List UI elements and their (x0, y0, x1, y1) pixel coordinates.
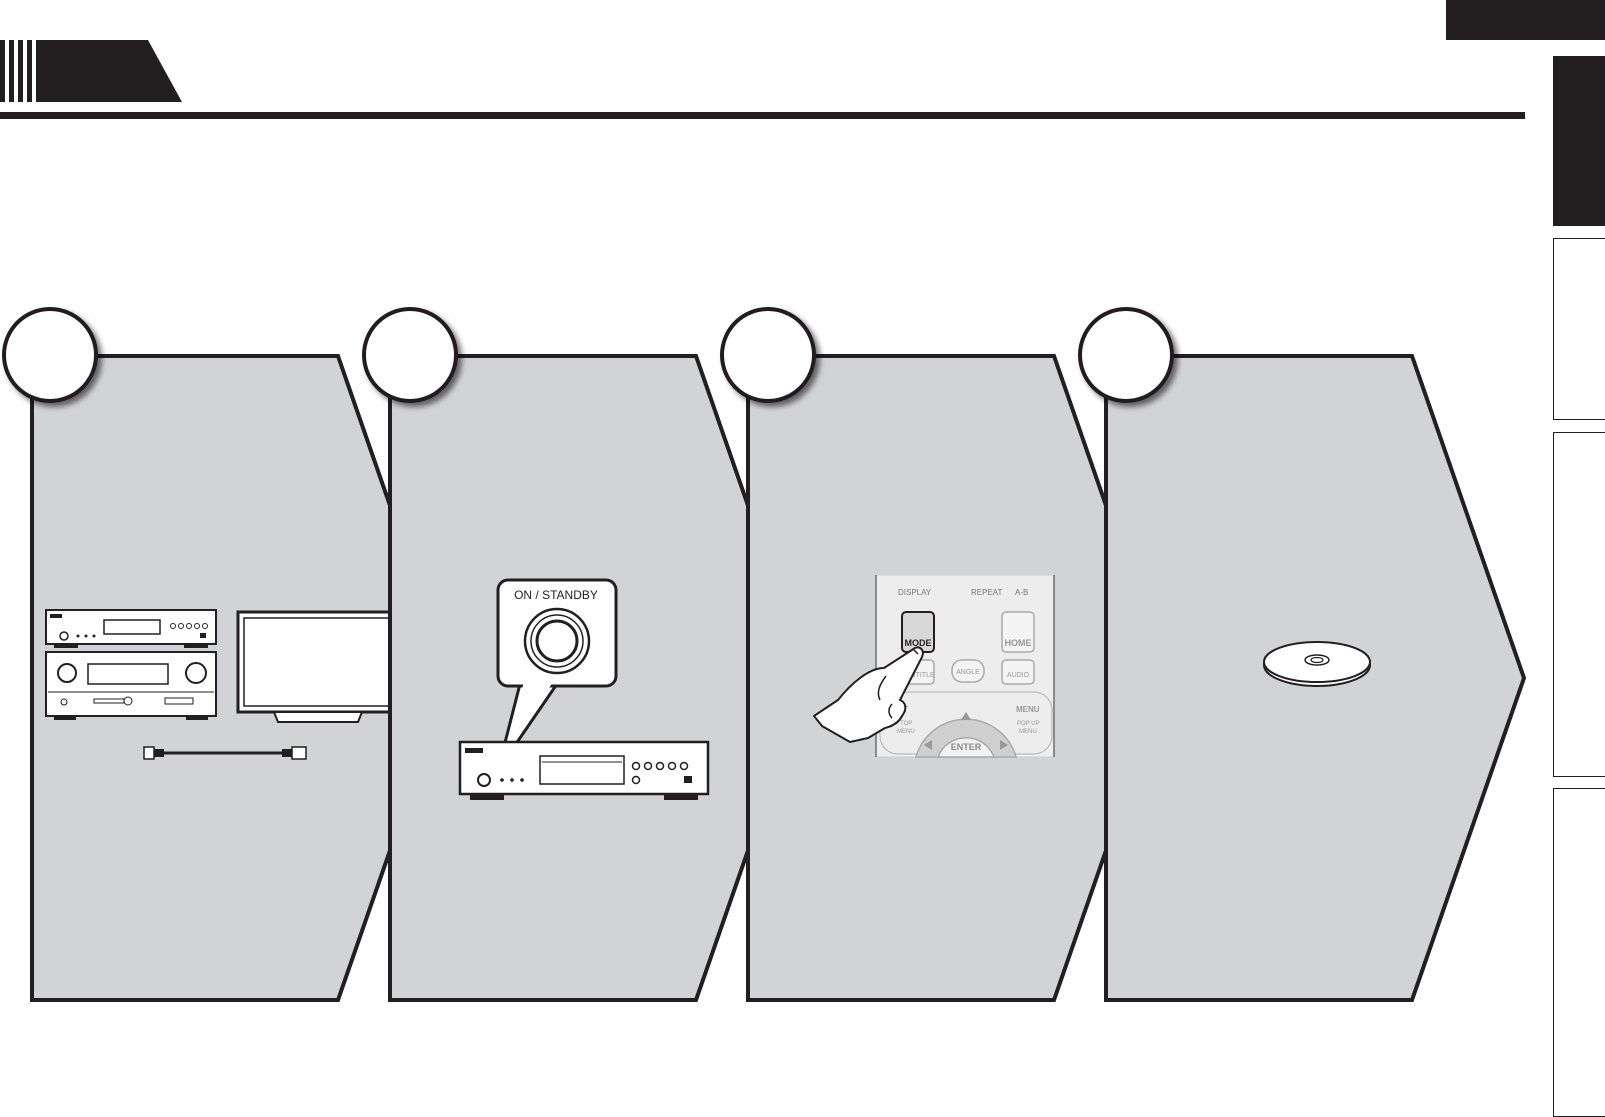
remote-label-repeat: REPEAT (971, 588, 1003, 597)
side-tab-4[interactable] (1553, 788, 1605, 1117)
step-3: DISPLAY REPEAT A-B MODE HOME SUBTITLE AN… (720, 307, 1169, 1002)
power-label: ON / STANDBY (514, 588, 598, 602)
hand-pointer-icon (813, 646, 924, 743)
step-1-circle (2, 307, 98, 403)
remote-button-home[interactable]: HOME (1005, 638, 1032, 648)
header-rule (0, 112, 1525, 119)
bd-player-large (458, 740, 710, 800)
hdmi-cable (143, 746, 307, 760)
step-4-circle (1078, 307, 1174, 403)
disc-icon (1263, 641, 1371, 687)
steps-diagram: ON / STANDBY DISPLAY REPEAT A-B (2, 307, 1527, 1002)
step-2-circle (362, 307, 458, 403)
remote-button-angle[interactable]: ANGLE (956, 669, 980, 676)
top-corner-tab (1446, 0, 1605, 40)
step-3-circle (720, 307, 816, 403)
tv-icon (236, 610, 400, 723)
remote-label-top-menu: MENU (897, 729, 915, 735)
remote-button-audio[interactable]: AUDIO (1007, 672, 1030, 679)
remote-label-display: DISPLAY (898, 588, 932, 597)
remote-label-ab: A-B (1015, 588, 1028, 597)
header-bars (0, 40, 182, 102)
side-tab-1[interactable] (1553, 56, 1605, 226)
remote-label-menu: MENU (1016, 705, 1040, 714)
remote-label-popup: POP UP (1017, 721, 1040, 727)
remote-button-mode[interactable]: MODE (905, 638, 932, 648)
remote-label-popup-menu: MENU (1019, 729, 1037, 735)
remote-button-subtitle[interactable]: SUBTITLE (901, 672, 935, 679)
side-tab-3[interactable] (1553, 432, 1605, 777)
step-2: ON / STANDBY (362, 307, 811, 1002)
step-4 (1078, 307, 1527, 1002)
step-1 (2, 307, 453, 1002)
av-receiver (45, 651, 217, 720)
bd-player-small (45, 609, 217, 648)
side-tab-2[interactable] (1553, 238, 1605, 420)
remote-button-enter[interactable]: ENTER (951, 742, 982, 752)
remote-label-top: TOP (900, 721, 912, 727)
